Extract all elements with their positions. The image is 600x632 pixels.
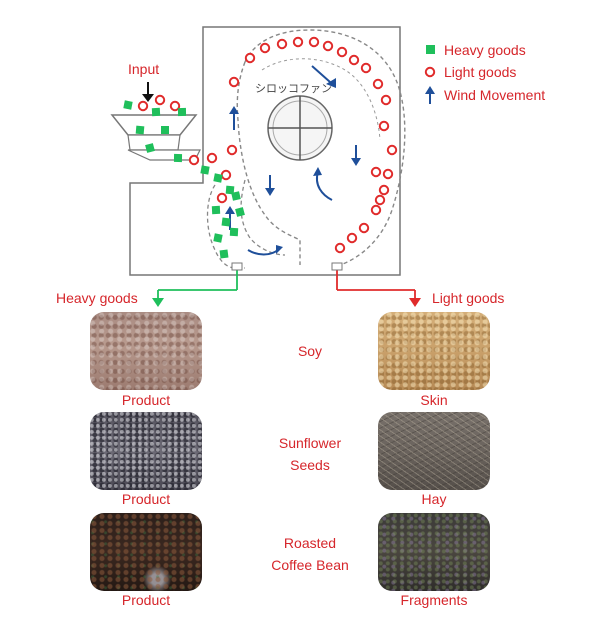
heavy-goods-particle bbox=[235, 207, 245, 217]
heavy-goods-legend-icon bbox=[426, 45, 435, 54]
soy-product-photo bbox=[90, 312, 202, 390]
light-goods-particle bbox=[378, 120, 390, 132]
legend-heavy-label: Heavy goods bbox=[444, 42, 526, 58]
light-goods-particle bbox=[154, 94, 166, 106]
heavy-goods-particle bbox=[200, 165, 210, 175]
sunflower-hay-caption: Hay bbox=[421, 491, 447, 507]
light-goods-particle bbox=[372, 78, 384, 90]
light-goods-particle bbox=[169, 100, 181, 112]
heavy-goods-particle bbox=[213, 233, 223, 243]
light-goods-legend-icon bbox=[424, 66, 436, 78]
heavy-goods-particle bbox=[231, 191, 241, 201]
heavy-goods-particle bbox=[225, 185, 235, 195]
heavy-goods-group bbox=[123, 100, 245, 259]
light-goods-particle bbox=[292, 36, 304, 48]
soy-skin-photo bbox=[378, 312, 490, 390]
heavy-goods-particle bbox=[221, 217, 231, 227]
sunflower-hay-photo bbox=[378, 412, 490, 490]
heavy-goods-particle bbox=[145, 143, 155, 153]
wind-arrow-icon bbox=[313, 167, 333, 201]
wind-arrow-icon bbox=[265, 175, 275, 196]
light-goods-particle bbox=[226, 144, 238, 156]
crop-name-line2: Seeds bbox=[290, 457, 330, 473]
sirocco-fan bbox=[267, 95, 333, 161]
light-goods-particle bbox=[348, 54, 360, 66]
soy-product-caption: Product bbox=[121, 392, 171, 408]
light-goods-particle bbox=[137, 100, 149, 112]
light-goods-particle bbox=[374, 194, 386, 206]
light-goods-particle bbox=[244, 52, 256, 64]
heavy-goods-particle bbox=[229, 227, 239, 237]
light-goods-particle bbox=[386, 144, 398, 156]
light-goods-particle bbox=[360, 62, 372, 74]
heavy-goods-particle bbox=[161, 126, 169, 134]
light-goods-particle bbox=[228, 76, 240, 88]
light-goods-particle bbox=[308, 36, 320, 48]
input-arrow-icon bbox=[142, 82, 154, 102]
light-goods-particle bbox=[220, 169, 232, 181]
heavy-output-label: Heavy goods bbox=[56, 290, 138, 306]
wind-arrow-icon bbox=[247, 245, 283, 256]
heavy-output-path bbox=[152, 268, 238, 307]
heavy-goods-particle bbox=[219, 249, 229, 259]
input-label: Input bbox=[128, 61, 159, 77]
heavy-goods-particle bbox=[177, 107, 187, 117]
light-output-path bbox=[336, 268, 421, 307]
light-goods-particle bbox=[188, 154, 200, 166]
crop-name-line1: Sunflower bbox=[278, 435, 342, 451]
light-goods-group bbox=[137, 36, 398, 254]
crop-name-line1: Soy bbox=[297, 343, 323, 359]
light-goods-particle bbox=[216, 192, 228, 204]
inner-guide bbox=[261, 58, 381, 141]
light-goods-particle bbox=[358, 222, 370, 234]
machine-housing bbox=[129, 26, 401, 276]
crop-name-line1: Roasted bbox=[283, 535, 337, 551]
heavy-goods-particle bbox=[173, 153, 183, 163]
light-goods-particle bbox=[378, 184, 390, 196]
light-goods-particle bbox=[382, 168, 394, 180]
wind-arrow-icon bbox=[351, 145, 361, 166]
sunflower-product-caption: Product bbox=[121, 491, 171, 507]
heavy-goods-particle bbox=[151, 107, 161, 117]
wind-arrow-icon bbox=[311, 65, 336, 88]
wind-arrow-icon bbox=[225, 206, 235, 230]
heavy-chute bbox=[206, 179, 286, 269]
light-goods-particle bbox=[380, 94, 392, 106]
air-chamber bbox=[236, 29, 406, 266]
wind-arrow-icon bbox=[229, 106, 239, 130]
light-goods-particle bbox=[322, 40, 334, 52]
wind-movement-legend-icon bbox=[425, 86, 435, 104]
legend-light-label: Light goods bbox=[444, 64, 516, 80]
legend-wind-label: Wind Movement bbox=[444, 87, 545, 103]
heavy-goods-particle bbox=[123, 100, 133, 110]
light-output-label: Light goods bbox=[432, 290, 504, 306]
light-goods-particle bbox=[276, 38, 288, 50]
light-goods-particle bbox=[370, 204, 382, 216]
coffee-product-photo bbox=[90, 513, 202, 591]
sunflower-label: Sunflower Seeds bbox=[230, 432, 390, 476]
soy-skin-caption: Skin bbox=[420, 392, 448, 408]
heavy-goods-particle bbox=[211, 205, 221, 215]
light-goods-particle bbox=[346, 232, 358, 244]
coffee-product-caption: Product bbox=[121, 592, 171, 608]
light-goods-particle bbox=[259, 42, 271, 54]
soy-label: Soy bbox=[230, 340, 390, 362]
heavy-goods-particle bbox=[213, 173, 223, 183]
light-goods-particle bbox=[206, 152, 218, 164]
light-goods-particle bbox=[334, 242, 346, 254]
crop-name-line2: Coffee Bean bbox=[271, 557, 349, 573]
light-goods-particle bbox=[336, 46, 348, 58]
legend: Heavy goods Light goods Wind Movement bbox=[424, 42, 545, 104]
heavy-goods-particle bbox=[135, 125, 145, 135]
input-hopper bbox=[110, 114, 201, 161]
coffee-label: Roasted Coffee Bean bbox=[230, 532, 390, 576]
wind-arrows bbox=[225, 65, 361, 256]
fan-label: シロッコファン bbox=[255, 82, 332, 95]
coffee-fragments-caption: Fragments bbox=[400, 592, 468, 608]
coffee-fragments-photo bbox=[378, 513, 490, 591]
sunflower-product-photo bbox=[90, 412, 202, 490]
light-goods-particle bbox=[370, 166, 382, 178]
